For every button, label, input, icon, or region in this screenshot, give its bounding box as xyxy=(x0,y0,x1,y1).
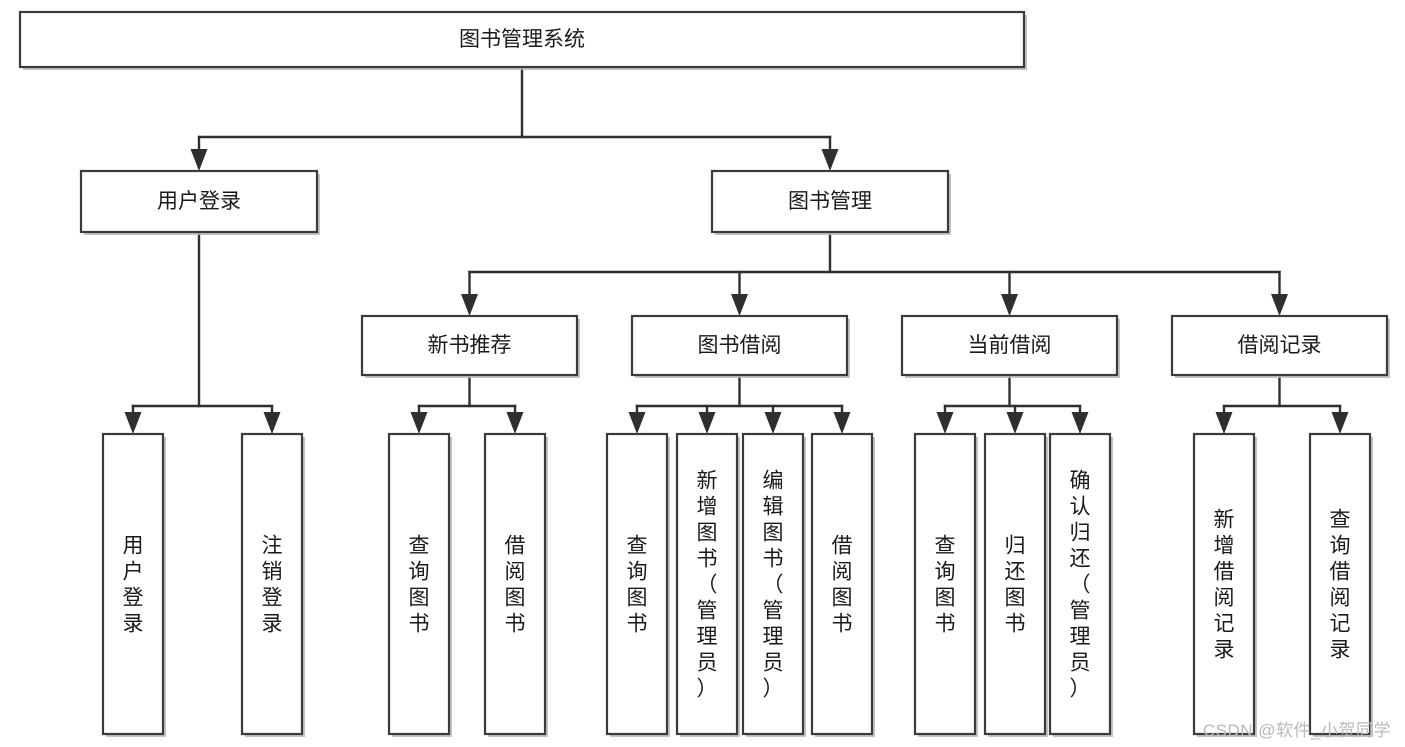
connector-group-root xyxy=(190,65,839,171)
connector-group-borrow-record xyxy=(1215,373,1349,434)
node-leaf-logout[interactable]: 注销登录 xyxy=(240,432,305,737)
node-rect[interactable] xyxy=(483,432,547,736)
node-leaf-query-book-current[interactable]: 查询图书 xyxy=(913,432,978,737)
node-label: 确认归还（管理员） xyxy=(1070,469,1091,700)
connector-group-book-borrow xyxy=(628,373,851,434)
connector-group-user-login xyxy=(124,230,281,434)
node-rect[interactable] xyxy=(101,432,165,736)
node-leaf-return-book[interactable]: 归还图书 xyxy=(983,432,1048,737)
node-new-book-recommend[interactable]: 新书推荐 xyxy=(360,314,580,378)
node-leaf-user-login[interactable]: 用户登录 xyxy=(101,432,166,737)
node-label: 编辑图书（管理员） xyxy=(763,469,784,700)
node-label: 查询图书 xyxy=(935,534,956,635)
node-label: 用户登录 xyxy=(123,534,144,635)
node-current-borrow[interactable]: 当前借阅 xyxy=(900,314,1120,378)
node-rect[interactable] xyxy=(1170,314,1389,377)
node-leaf-add-book-admin[interactable]: 新增图书（管理员） xyxy=(675,432,740,737)
node-label: 借阅记录 xyxy=(1238,334,1322,357)
node-leaf-borrow-book[interactable]: 借阅图书 xyxy=(810,432,875,737)
node-rect[interactable] xyxy=(983,432,1047,736)
node-label: 注销登录 xyxy=(262,534,283,635)
node-label: 图书借阅 xyxy=(698,334,782,357)
node-rect[interactable] xyxy=(630,314,849,377)
node-label: 图书管理系统 xyxy=(459,28,585,51)
node-book-manage[interactable]: 图书管理 xyxy=(710,169,951,235)
connector-layer xyxy=(124,65,1349,434)
node-user-login[interactable]: 用户登录 xyxy=(79,169,320,235)
connector-group-book-manage xyxy=(461,230,1288,316)
node-rect[interactable] xyxy=(1048,432,1112,736)
node-rect[interactable] xyxy=(913,432,977,736)
node-rect[interactable] xyxy=(675,432,739,736)
node-rect[interactable] xyxy=(18,10,1026,69)
node-label: 查询借阅记录 xyxy=(1330,508,1351,661)
node-label: 图书管理 xyxy=(788,190,872,213)
node-leaf-add-borrow-record[interactable]: 新增借阅记录 xyxy=(1192,432,1257,737)
node-rect[interactable] xyxy=(810,432,874,736)
connector-group-new-book-recommend xyxy=(410,373,524,434)
node-rect[interactable] xyxy=(710,169,950,234)
node-leaf-edit-book-admin[interactable]: 编辑图书（管理员） xyxy=(741,432,806,737)
node-rect[interactable] xyxy=(360,314,579,377)
node-rect[interactable] xyxy=(741,432,805,736)
watermark-text: CSDN @软件_小贺同学 xyxy=(1202,721,1391,740)
node-label: 借阅图书 xyxy=(832,534,853,635)
node-rect[interactable] xyxy=(387,432,451,736)
node-label: 新增借阅记录 xyxy=(1214,508,1235,661)
node-leaf-query-book-borrow[interactable]: 查询图书 xyxy=(605,432,670,737)
node-label: 归还图书 xyxy=(1005,534,1026,635)
node-book-borrow[interactable]: 图书借阅 xyxy=(630,314,850,378)
node-label: 用户登录 xyxy=(157,190,241,213)
node-root[interactable]: 图书管理系统 xyxy=(18,10,1027,70)
connector-group-current-borrow xyxy=(936,373,1089,434)
node-label: 新书推荐 xyxy=(428,334,512,357)
node-layer: 图书管理系统用户登录图书管理新书推荐图书借阅当前借阅借阅记录用户登录注销登录查询… xyxy=(18,10,1390,737)
node-label: 新增图书（管理员） xyxy=(697,469,718,700)
node-label: 当前借阅 xyxy=(968,334,1052,357)
node-rect[interactable] xyxy=(1308,432,1372,736)
node-leaf-query-borrow-record[interactable]: 查询借阅记录 xyxy=(1308,432,1373,737)
node-label: 查询图书 xyxy=(409,534,430,635)
node-label: 借阅图书 xyxy=(505,534,526,635)
node-leaf-borrow-book-recommend[interactable]: 借阅图书 xyxy=(483,432,548,737)
node-label: 查询图书 xyxy=(627,534,648,635)
node-leaf-query-book-recommend[interactable]: 查询图书 xyxy=(387,432,452,737)
node-rect[interactable] xyxy=(1192,432,1256,736)
node-leaf-confirm-return-admin[interactable]: 确认归还（管理员） xyxy=(1048,432,1113,737)
node-borrow-record[interactable]: 借阅记录 xyxy=(1170,314,1390,378)
node-rect[interactable] xyxy=(900,314,1119,377)
node-rect[interactable] xyxy=(605,432,669,736)
node-rect[interactable] xyxy=(79,169,319,234)
node-rect[interactable] xyxy=(240,432,304,736)
